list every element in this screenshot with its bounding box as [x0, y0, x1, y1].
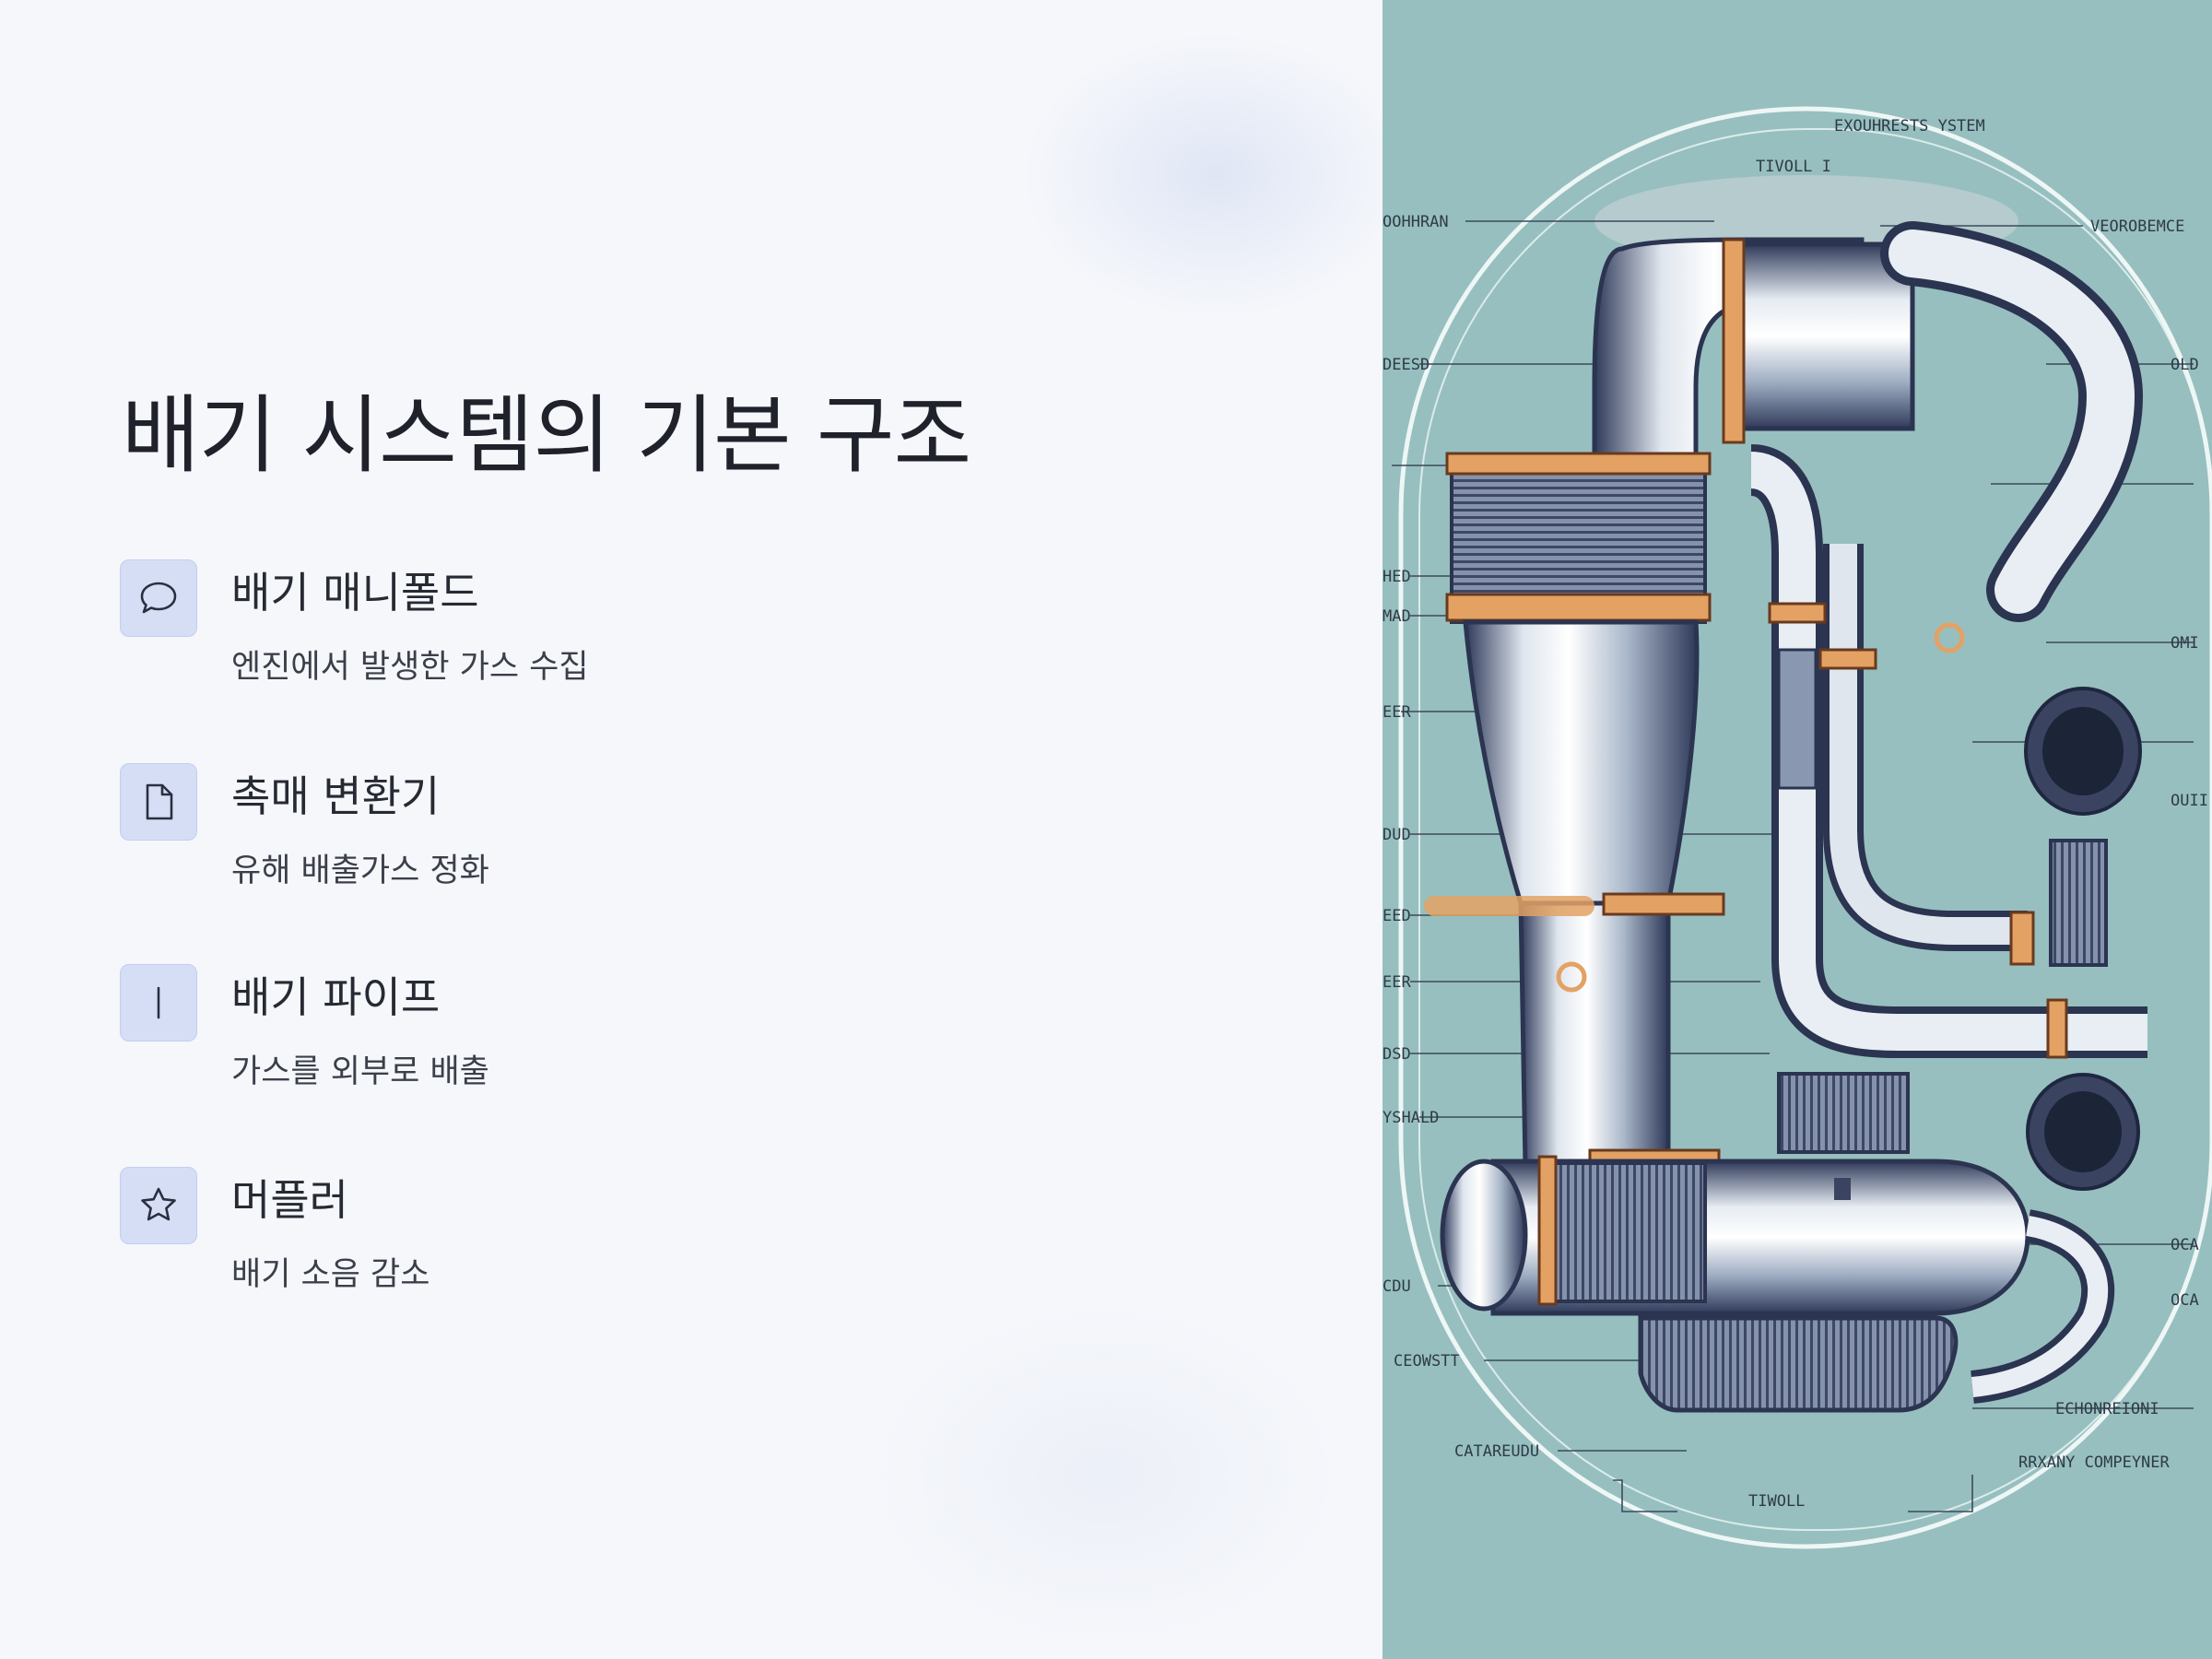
- main-pipe: [1445, 221, 2144, 1174]
- vertical-line-icon: [120, 964, 197, 1041]
- diagram-label: TIWOLL: [1748, 1492, 1805, 1511]
- secondary-pipe: [1424, 444, 2147, 1059]
- diagram-label: OLD: [2171, 356, 2199, 374]
- diagram-label: DEESD: [1382, 356, 1430, 374]
- feature-label: 머플러: [231, 1175, 348, 1225]
- diagram-label: ECHONREIONI: [2055, 1400, 2159, 1418]
- exhaust-system-illustration: EXOUHRESTS YSTEM TIVOLL I OOHHRAN VEOROB…: [1382, 0, 2212, 1659]
- diagram-label: OMI: [2171, 634, 2199, 653]
- feature-catalytic-converter: 촉매 변환기 유해 배출가스 정화: [120, 763, 1318, 911]
- feature-label: 촉매 변환기: [231, 771, 441, 821]
- feature-label: 배기 파이프: [231, 972, 441, 1022]
- diagram-label: DSD: [1382, 1045, 1411, 1064]
- feature-description: 배기 소음 감소: [231, 1256, 430, 1293]
- chat-bubble-icon: [120, 559, 197, 637]
- diagram-label: OOHHRAN: [1382, 213, 1449, 231]
- feature-exhaust-pipe: 배기 파이프 가스를 외부로 배출: [120, 964, 1318, 1112]
- diagram-label: CDU: [1382, 1277, 1411, 1296]
- page-title: 배기 시스템의 기본 구조: [122, 386, 971, 485]
- diagram-label: TIVOLL I: [1756, 158, 1831, 176]
- diagram-label: HED: [1382, 568, 1411, 586]
- diagram-label: OCA: [2171, 1236, 2199, 1254]
- muffler: [1440, 1155, 2115, 1413]
- diagram-label: MAD: [1382, 607, 1411, 626]
- side-components: [1777, 687, 2142, 1200]
- diagram-label: CEOWSTT: [1394, 1352, 1460, 1371]
- diagram-label: CATAREUDU: [1454, 1442, 1539, 1461]
- diagram-label: EER: [1382, 703, 1411, 722]
- document-icon: [120, 763, 197, 841]
- feature-label: 배기 매니폴드: [231, 568, 479, 618]
- outer-ring: [1398, 106, 2212, 1549]
- feature-description: 엔진에서 발생한 가스 수집: [231, 649, 589, 686]
- star-icon: [120, 1167, 197, 1244]
- feature-description: 유해 배출가스 정화: [231, 853, 489, 889]
- diagram-label: EXOUHRESTS YSTEM: [1834, 117, 1985, 135]
- diagram-label: OUII: [2171, 792, 2208, 810]
- diagram-label: VEOROBEMCE: [2090, 218, 2184, 236]
- exhaust-diagram: EXOUHRESTS YSTEM TIVOLL I OOHHRAN VEOROB…: [1382, 0, 2212, 1659]
- feature-description: 가스를 외부로 배출: [231, 1053, 489, 1090]
- feature-muffler: 머플러 배기 소음 감소: [120, 1167, 1318, 1314]
- diagram-label: OCA: [2171, 1291, 2199, 1310]
- content-panel: 배기 시스템의 기본 구조 배기 매니폴드 엔진에서 발생한 가스 수집 촉매 …: [0, 0, 1382, 1659]
- diagram-labels: EXOUHRESTS YSTEM TIVOLL I OOHHRAN VEOROB…: [1382, 117, 2208, 1511]
- feature-exhaust-manifold: 배기 매니폴드 엔진에서 발생한 가스 수집: [120, 559, 1318, 707]
- diagram-label: YSHALD: [1382, 1109, 1439, 1127]
- diagram-label: DUD: [1382, 826, 1411, 844]
- diagram-label: EER: [1382, 973, 1411, 992]
- diagram-label: EED: [1382, 907, 1411, 925]
- diagram-label: RRXANY COMPEYNER: [2018, 1453, 2171, 1472]
